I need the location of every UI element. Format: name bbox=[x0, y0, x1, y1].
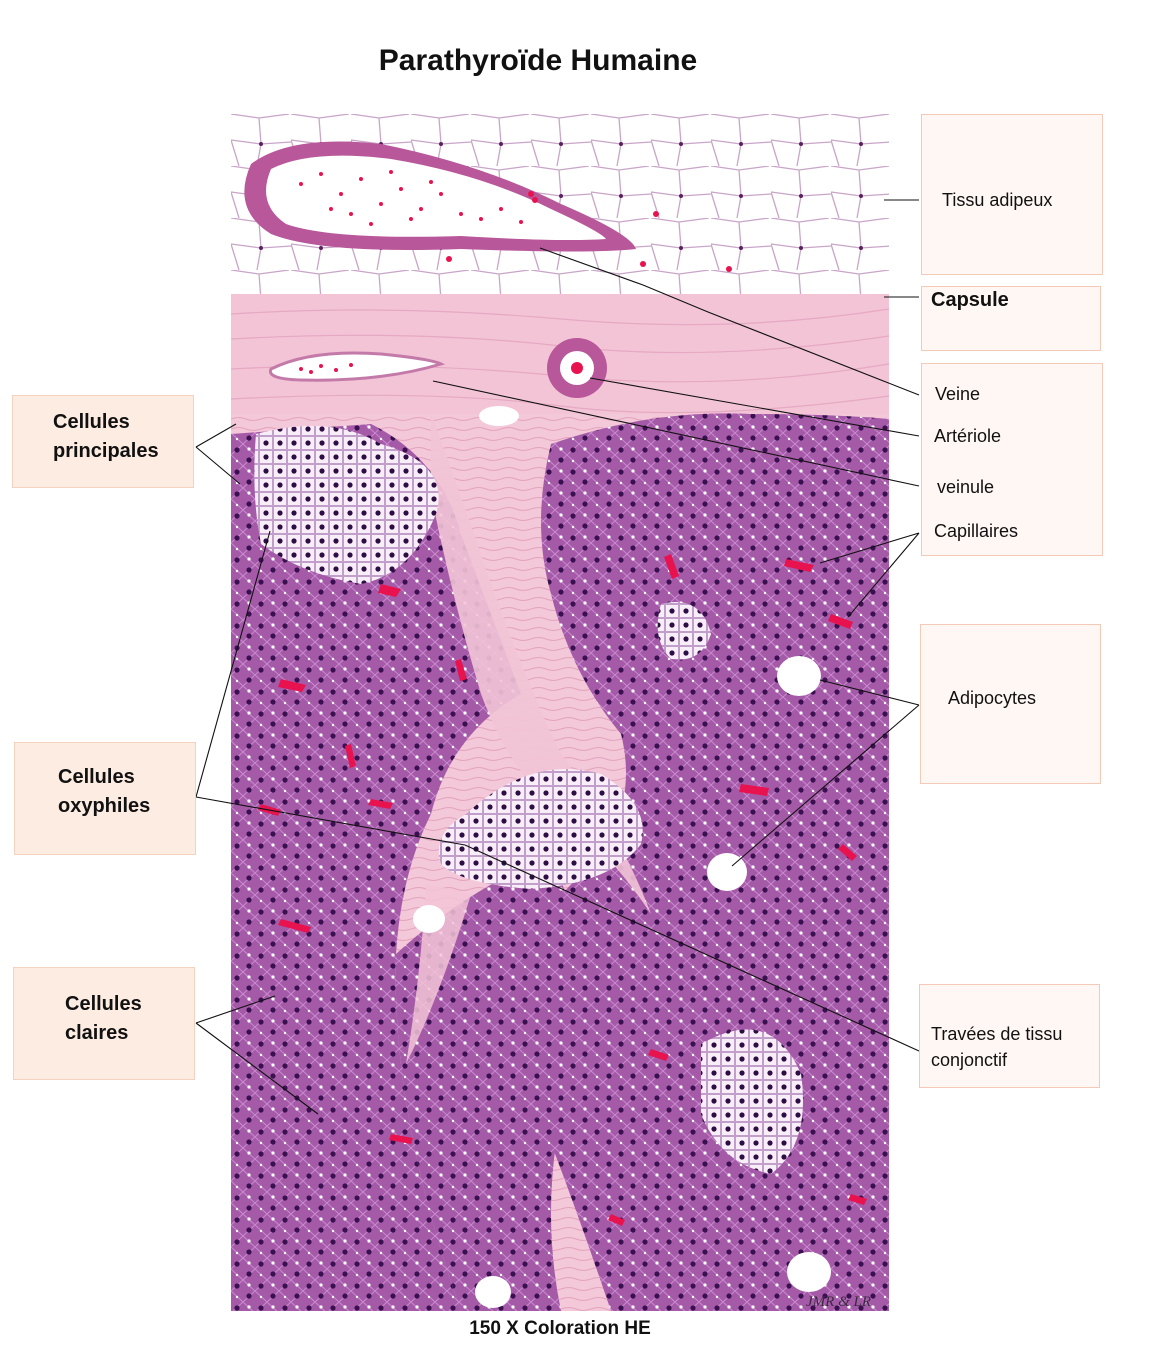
label-arteriole: Artériole bbox=[934, 426, 1002, 446]
label-adipocytes: Adipocytes bbox=[948, 688, 1037, 708]
label-travees-line2: conjonctif bbox=[931, 1050, 1008, 1070]
label-cellules-principales: Cellules principales bbox=[12, 395, 194, 488]
label-box-tissu-adipeux bbox=[921, 114, 1103, 275]
parathyroid-histology-image bbox=[231, 114, 889, 1311]
label-tissu-adipeux: Tissu adipeux bbox=[942, 190, 1053, 210]
label-box-vessels bbox=[921, 363, 1103, 556]
label-veinule: veinule bbox=[937, 477, 995, 497]
label-box-adipocytes bbox=[920, 624, 1101, 784]
label-cellules-oxyphiles: Cellules oxyphiles bbox=[14, 742, 196, 855]
label-veine: Veine bbox=[935, 384, 981, 404]
page-title: Parathyroïde Humaine bbox=[378, 44, 698, 77]
label-travees-line1: Travées de tissu bbox=[931, 1024, 1063, 1044]
label-box-travees bbox=[919, 984, 1100, 1088]
label-capillaires: Capillaires bbox=[934, 521, 1019, 541]
figure-caption: 150 X Coloration HE bbox=[469, 1318, 651, 1339]
image-credit: JMR & LR bbox=[806, 1294, 871, 1310]
label-cellules-claires: Cellules claires bbox=[13, 967, 195, 1080]
label-box-capsule bbox=[921, 286, 1101, 351]
label-capsule: Capsule bbox=[931, 289, 1009, 311]
